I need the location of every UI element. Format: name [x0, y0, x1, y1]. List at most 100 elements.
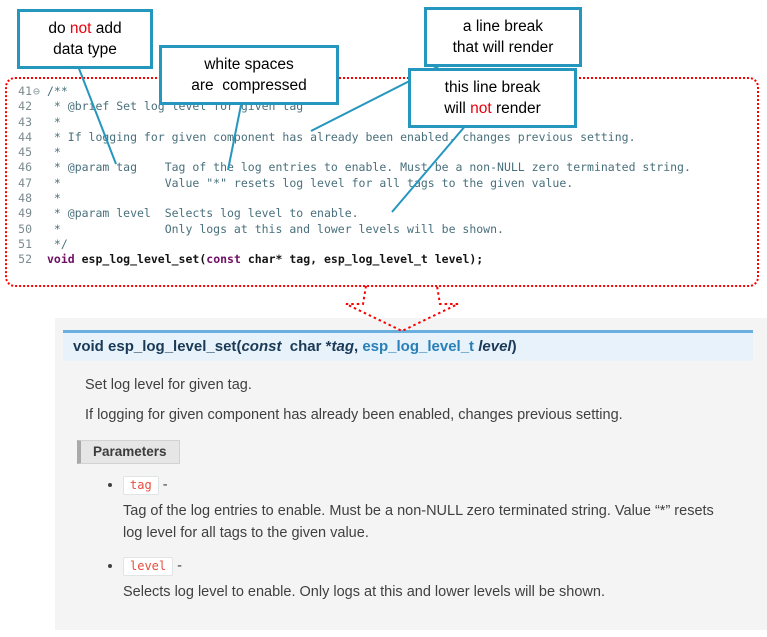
fold-gutter: [32, 160, 47, 175]
fold-gutter: [32, 237, 47, 252]
callout-text-line: this line break: [415, 77, 570, 98]
parameters-rubric: Parameters: [77, 440, 180, 464]
callout-text-line: will not render: [415, 98, 570, 119]
code-keyword: void: [47, 252, 75, 267]
callout-text-line: do not add: [24, 18, 146, 39]
line-number: 42: [18, 99, 32, 114]
fold-gutter: [32, 191, 47, 206]
code-token: esp_log_level_set(: [74, 252, 207, 267]
code-line: 47 * Value "*" resets log level for all …: [12, 176, 691, 191]
callout-word: do: [48, 20, 70, 37]
fold-gutter: [32, 145, 47, 160]
callout-whitespace: white spaces are compressed: [159, 45, 339, 105]
fold-gutter: [32, 222, 47, 237]
signature-token: tag: [331, 338, 354, 355]
code-comment: /**: [47, 84, 68, 98]
fold-gutter: [32, 115, 47, 130]
code-comment: * @param level Selects log level to enab…: [47, 206, 359, 221]
parameter-list: tag - Tag of the log entries to enable. M…: [63, 476, 753, 603]
callout-text-line: data type: [24, 39, 146, 60]
code-token: char* tag, esp_log_level_t level);: [240, 252, 484, 267]
callout-no-datatype: do not add data type: [17, 9, 153, 69]
callout-text-line: a line break: [431, 16, 575, 37]
callout-text-line: that will render: [431, 37, 575, 58]
code-text: *: [47, 191, 61, 206]
code-text: * @param tag Tag of the log entries to e…: [47, 160, 691, 175]
code-comment: * If logging for given component has alr…: [47, 129, 636, 144]
callout-word: render: [491, 100, 541, 117]
fold-gutter: [32, 252, 47, 267]
brief-text: Set log level for given tag.: [85, 377, 252, 393]
code-comment: * @param tag Tag of the log entries to e…: [47, 160, 691, 175]
signature-token: ,: [353, 338, 363, 355]
function-signature: void esp_log_level_set(const char *tag, …: [63, 330, 753, 361]
emphasized-word: not: [69, 20, 92, 37]
code-comment: * Value "*" resets log level for all tag…: [47, 175, 574, 190]
line-number: 47: [18, 175, 32, 190]
signature-token: char *: [281, 338, 332, 355]
line-number: 41: [18, 84, 32, 98]
description-text: If logging for given component has alrea…: [85, 407, 623, 423]
callout-word: data type: [53, 41, 117, 58]
emphasized-word: not: [470, 100, 492, 117]
callout-word: add: [91, 20, 122, 37]
code-line: 48 *: [12, 191, 691, 206]
line-number: 50: [18, 221, 32, 236]
code-comment: *: [47, 114, 61, 129]
code-text: * Only logs at this and lower levels wil…: [47, 222, 504, 237]
code-text: *: [47, 115, 61, 130]
code-line: 41⊖ /**: [12, 84, 691, 99]
fold-gutter: [32, 206, 47, 221]
callout-word: that will render: [452, 39, 554, 56]
code-line: 45 *: [12, 145, 691, 160]
code-line: 43 *: [12, 115, 691, 130]
line-number: 52: [18, 252, 32, 267]
code-text: /**: [47, 84, 68, 99]
param-name-chip: level: [123, 557, 174, 576]
code-line: 44 * If logging for given component has …: [12, 130, 691, 145]
code-comment: * Only logs at this and lower levels wil…: [47, 221, 504, 236]
line-number: 43: [18, 114, 32, 129]
code-comment: *: [47, 191, 61, 206]
code-keyword: const: [206, 252, 241, 267]
code-comment: */: [47, 236, 68, 251]
param-separator: -: [173, 558, 182, 574]
line-number: 49: [18, 206, 32, 221]
code-line: 51 */: [12, 237, 691, 252]
code-text: * If logging for given component has alr…: [47, 130, 636, 145]
signature-token: (: [236, 338, 242, 355]
line-number: 51: [18, 236, 32, 251]
param-description: Selects log level to enable. Only logs a…: [123, 584, 605, 600]
code-text: *: [47, 145, 61, 160]
type-link[interactable]: esp_log_level_t: [362, 338, 475, 355]
fold-gutter: [32, 99, 47, 114]
parameter-item: level - Selects log level to enable. Only…: [123, 557, 753, 603]
signature-token: level: [478, 338, 512, 355]
line-number: 46: [18, 160, 32, 175]
code-text: * Value "*" resets log level for all tag…: [47, 176, 573, 191]
code-line: 42 * @brief Set log level for given tag: [12, 99, 691, 114]
code-editor: 41⊖ /**42 * @brief Set log level for give…: [12, 84, 691, 268]
rendered-docs-panel: void esp_log_level_set(const char *tag, …: [55, 318, 767, 630]
fold-gutter: [32, 176, 47, 191]
code-line: 46 * @param tag Tag of the log entries t…: [12, 160, 691, 175]
callout-word: white spaces: [204, 56, 294, 73]
code-line: 52 void esp_log_level_set(const char* ta…: [12, 252, 691, 267]
signature-token: ): [511, 338, 517, 355]
callout-word: a line break: [462, 18, 544, 35]
code-text: */: [47, 237, 68, 252]
parameter-item: tag -Tag of the log entries to enable. M…: [123, 476, 753, 544]
callout-text-line: white spaces: [166, 54, 332, 75]
fold-gutter: [32, 130, 47, 145]
code-comment: *: [47, 145, 61, 160]
fold-minus-icon: ⊖: [33, 84, 40, 98]
callout-linebreak-render: a line break that will render: [424, 7, 582, 67]
param-name-chip: tag: [123, 476, 159, 495]
callout-word: are compressed: [191, 77, 307, 94]
line-number: 45: [18, 145, 32, 160]
code-line: 49 * @param level Selects log level to e…: [12, 206, 691, 221]
callout-text-line: are compressed: [166, 75, 332, 96]
param-description: Tag of the log entries to enable. Must b…: [123, 503, 714, 541]
callout-word: will: [444, 100, 471, 117]
